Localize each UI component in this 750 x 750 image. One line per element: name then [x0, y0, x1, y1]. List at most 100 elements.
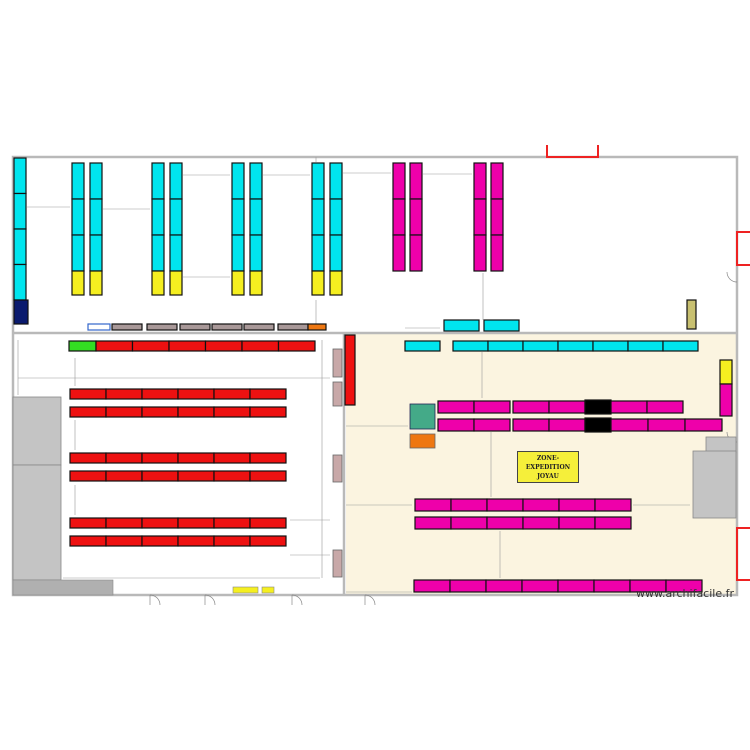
magenta-rack-bay — [485, 579, 523, 593]
cyan-rack-bay — [151, 198, 165, 236]
cyan-rack-bay — [311, 234, 325, 272]
magenta-rack-bay — [473, 162, 487, 200]
red-rack-bay — [95, 340, 134, 352]
cyan-rack-bay — [329, 198, 343, 236]
red-rack-bay — [69, 406, 107, 418]
grey-storage-block — [277, 323, 309, 331]
post-block — [332, 381, 343, 407]
magenta-rack-bay — [557, 579, 595, 593]
outer-wall — [11, 155, 739, 597]
magenta-rack-bay — [558, 498, 596, 512]
magenta-rack-bay — [414, 498, 452, 512]
grey-storage-block — [179, 323, 211, 331]
door-swing-arc — [726, 271, 738, 283]
door-swing-arc — [291, 594, 303, 606]
cyan-rack-bay — [71, 198, 85, 236]
cyan-rack-bay — [169, 234, 183, 272]
red-rack-bay — [249, 452, 287, 464]
cyan-rack-bay — [249, 162, 263, 200]
red-rack-bay — [204, 340, 243, 352]
magenta-rack-bay — [486, 498, 524, 512]
magenta-rack-bay — [522, 498, 560, 512]
grey-storage-block — [243, 323, 275, 331]
red-rack-bay — [249, 535, 287, 547]
yellow-small-block — [232, 586, 259, 594]
right-door-mark — [736, 527, 750, 581]
magenta-rack-bay — [449, 579, 487, 593]
yellow-rack-bay — [249, 270, 263, 296]
teal-label-block — [409, 403, 436, 430]
cyan-rack-bay — [443, 319, 480, 332]
red-rack-bay — [69, 388, 107, 400]
cyan-rack-bay — [13, 263, 27, 301]
zone-expedition-line1: ZONE-EXPEDITION — [525, 454, 571, 471]
cyan-rack-bay — [557, 340, 594, 352]
red-rack-bay — [344, 334, 356, 406]
cyan-rack-bay — [249, 234, 263, 272]
red-rack-bay — [177, 470, 215, 482]
cyan-rack-bay — [169, 198, 183, 236]
magenta-rack-bay — [392, 198, 406, 236]
red-rack-bay — [213, 535, 251, 547]
magenta-rack-bay — [409, 234, 423, 272]
post-block — [332, 348, 343, 378]
olive-column-block — [686, 299, 697, 330]
cyan-rack-bay — [627, 340, 664, 352]
red-rack-bay — [213, 470, 251, 482]
cyan-rack-bay — [311, 198, 325, 236]
cyan-rack-bay — [592, 340, 629, 352]
red-rack-bay — [131, 340, 170, 352]
cyan-rack-bay — [487, 340, 524, 352]
door-swing-arc — [149, 594, 161, 606]
black-rack-bay — [584, 417, 612, 433]
red-rack-bay — [141, 470, 179, 482]
magenta-rack-bay — [522, 516, 560, 530]
cyan-rack-bay — [311, 162, 325, 200]
green-rack-bay — [68, 340, 97, 352]
magenta-rack-bay — [486, 516, 524, 530]
top-door-mark — [546, 145, 599, 158]
magenta-rack-bay — [437, 418, 475, 432]
magenta-rack-bay — [473, 400, 511, 414]
red-rack-bay — [177, 517, 215, 529]
red-rack-bay — [141, 517, 179, 529]
red-rack-bay — [105, 470, 143, 482]
yellow-rack-bay — [71, 270, 85, 296]
cyan-rack-bay — [169, 162, 183, 200]
orange-label-block — [409, 433, 436, 449]
grey-storage-area — [12, 396, 62, 466]
cyan-rack-bay — [89, 234, 103, 272]
cyan-rack-bay — [231, 198, 245, 236]
red-rack-bay — [105, 388, 143, 400]
magenta-rack-bay — [610, 418, 649, 432]
cyan-rack-bay — [231, 234, 245, 272]
red-rack-bay — [213, 517, 251, 529]
magenta-rack-bay — [437, 400, 475, 414]
zone-expedition-label: ZONE-EXPEDITION JOYAU — [517, 451, 579, 483]
cyan-rack-bay — [71, 162, 85, 200]
magenta-rack-bay — [473, 198, 487, 236]
cyan-rack-bay — [329, 234, 343, 272]
post-block — [332, 549, 343, 578]
cyan-rack-bay — [483, 319, 520, 332]
red-rack-bay — [141, 406, 179, 418]
cyan-rack-bay — [522, 340, 559, 352]
red-rack-bay — [249, 517, 287, 529]
magenta-rack-bay — [512, 400, 550, 414]
magenta-rack-bay — [594, 498, 632, 512]
red-rack-bay — [141, 388, 179, 400]
yellow-rack-bay — [329, 270, 343, 296]
cyan-rack-bay — [71, 234, 85, 272]
magenta-rack-bay — [521, 579, 559, 593]
red-rack-bay — [241, 340, 280, 352]
magenta-rack-bay — [593, 579, 631, 593]
magenta-rack-bay — [409, 162, 423, 200]
magenta-rack-bay — [490, 198, 504, 236]
red-rack-bay — [249, 406, 287, 418]
yellow-rack-bay — [311, 270, 325, 296]
red-rack-bay — [213, 406, 251, 418]
cyan-rack-bay — [231, 162, 245, 200]
yellow-small-block — [261, 586, 275, 594]
cyan-rack-bay — [329, 162, 343, 200]
magenta-rack-bay — [490, 162, 504, 200]
